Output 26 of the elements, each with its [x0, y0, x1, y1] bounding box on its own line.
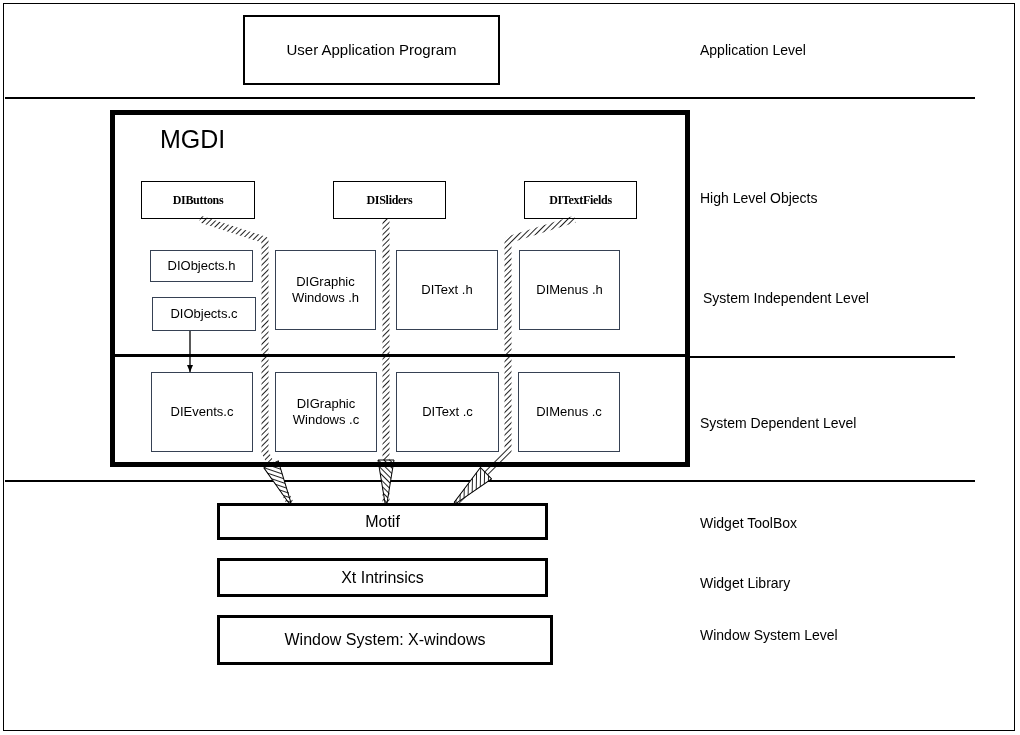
level-label: Widget Library — [700, 574, 791, 593]
level-label: Widget ToolBox — [700, 514, 797, 533]
component-box: User Application Program — [243, 15, 500, 85]
module-title: MGDI — [160, 127, 226, 152]
arrow — [187, 330, 193, 373]
component-box: DIText .h — [396, 250, 498, 330]
component-box: Window System: X-windows — [217, 615, 553, 665]
component-box: DIObjects.h — [150, 250, 253, 282]
level-label: Application Level — [700, 41, 806, 60]
component-box: DIText .c — [396, 372, 499, 452]
level-label: System Independent Level — [703, 289, 869, 308]
component-box: Motif — [217, 503, 548, 540]
level-label: System Dependent Level — [700, 414, 857, 433]
component-box: DIGraphic Windows .h — [275, 250, 376, 330]
component-box: DIGraphic Windows .c — [275, 372, 377, 452]
component-box: DISliders — [333, 181, 446, 219]
component-box: DIMenus .h — [519, 250, 620, 330]
component-box: DIEvents.c — [151, 372, 253, 452]
component-box: DIObjects.c — [152, 297, 256, 331]
level-label: High Level Objects — [700, 189, 818, 208]
level-label: Window System Level — [700, 626, 838, 645]
module-container — [110, 110, 690, 467]
component-box: DIButtons — [141, 181, 255, 219]
component-box: DITextFields — [524, 181, 637, 219]
component-box: DIMenus .c — [518, 372, 620, 452]
component-box: Xt Intrinsics — [217, 558, 548, 597]
